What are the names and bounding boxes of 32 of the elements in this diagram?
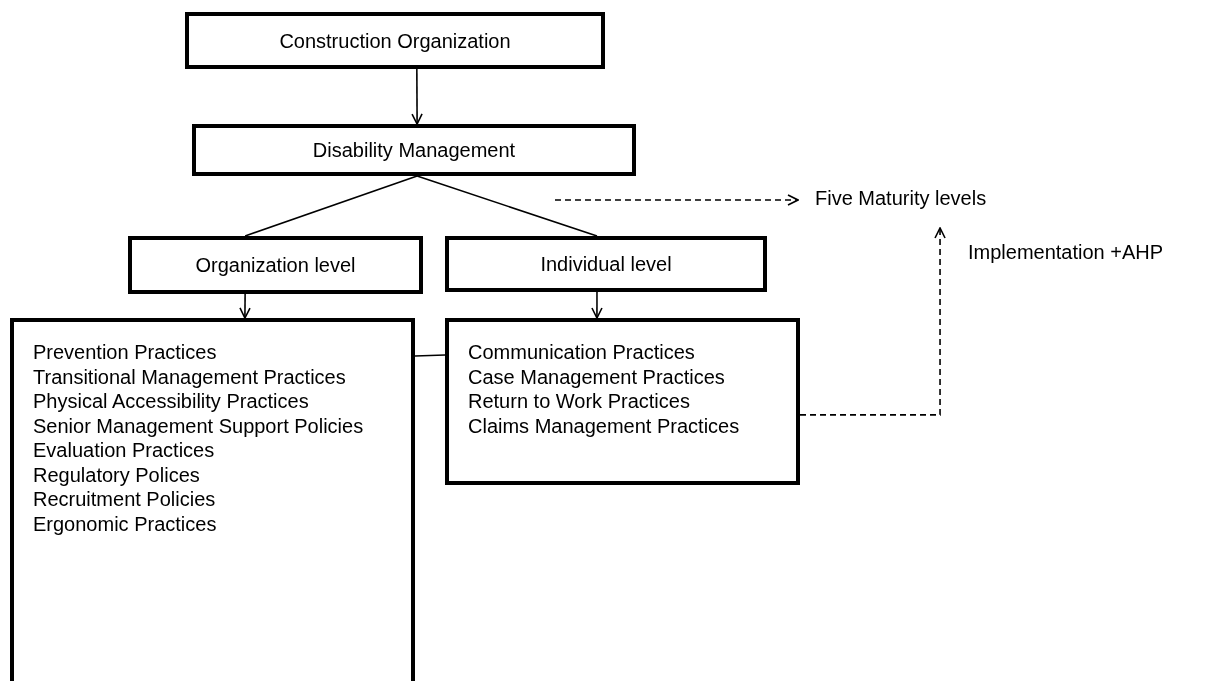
list-item: Ergonomic Practices [33, 511, 218, 536]
process-box [445, 236, 767, 292]
arrow [411, 68, 423, 125]
list-item: Return to Work Practices [468, 389, 691, 414]
list-item: Transitional Management Practices [33, 364, 347, 389]
box-label: Disability Management [312, 138, 516, 162]
connector-line [414, 354, 446, 357]
list-item: Physical Accessibility Practices [33, 389, 310, 414]
arrow [239, 293, 251, 319]
list-item: Recruitment Policies [33, 487, 217, 512]
process-box [128, 236, 423, 294]
box-label: Organization level [195, 253, 356, 277]
list-item: Regulatory Polices [33, 462, 201, 487]
connector-line [416, 175, 598, 237]
list-item: Senior Management Support Policies [33, 413, 365, 438]
connector-line [244, 175, 418, 237]
list-box [445, 318, 800, 485]
dashed-arrow [554, 194, 799, 206]
box-label: Individual level [540, 252, 672, 276]
dashed-arrow [799, 227, 946, 416]
box-label: Construction Organization [279, 28, 511, 53]
list-box [10, 318, 415, 681]
list-item: Case Management Practices [468, 364, 726, 389]
list-item: Prevention Practices [33, 340, 218, 365]
list-item: Claims Management Practices [468, 413, 741, 438]
annotation-text: Implementation +AHP [968, 240, 1164, 264]
process-box [185, 12, 605, 69]
arrow [591, 291, 603, 319]
box-label: Five Maturity levels [815, 187, 987, 209]
list-item: Evaluation Practices [33, 438, 216, 463]
process-box [192, 124, 636, 176]
list-item: Communication Practices [468, 340, 696, 365]
